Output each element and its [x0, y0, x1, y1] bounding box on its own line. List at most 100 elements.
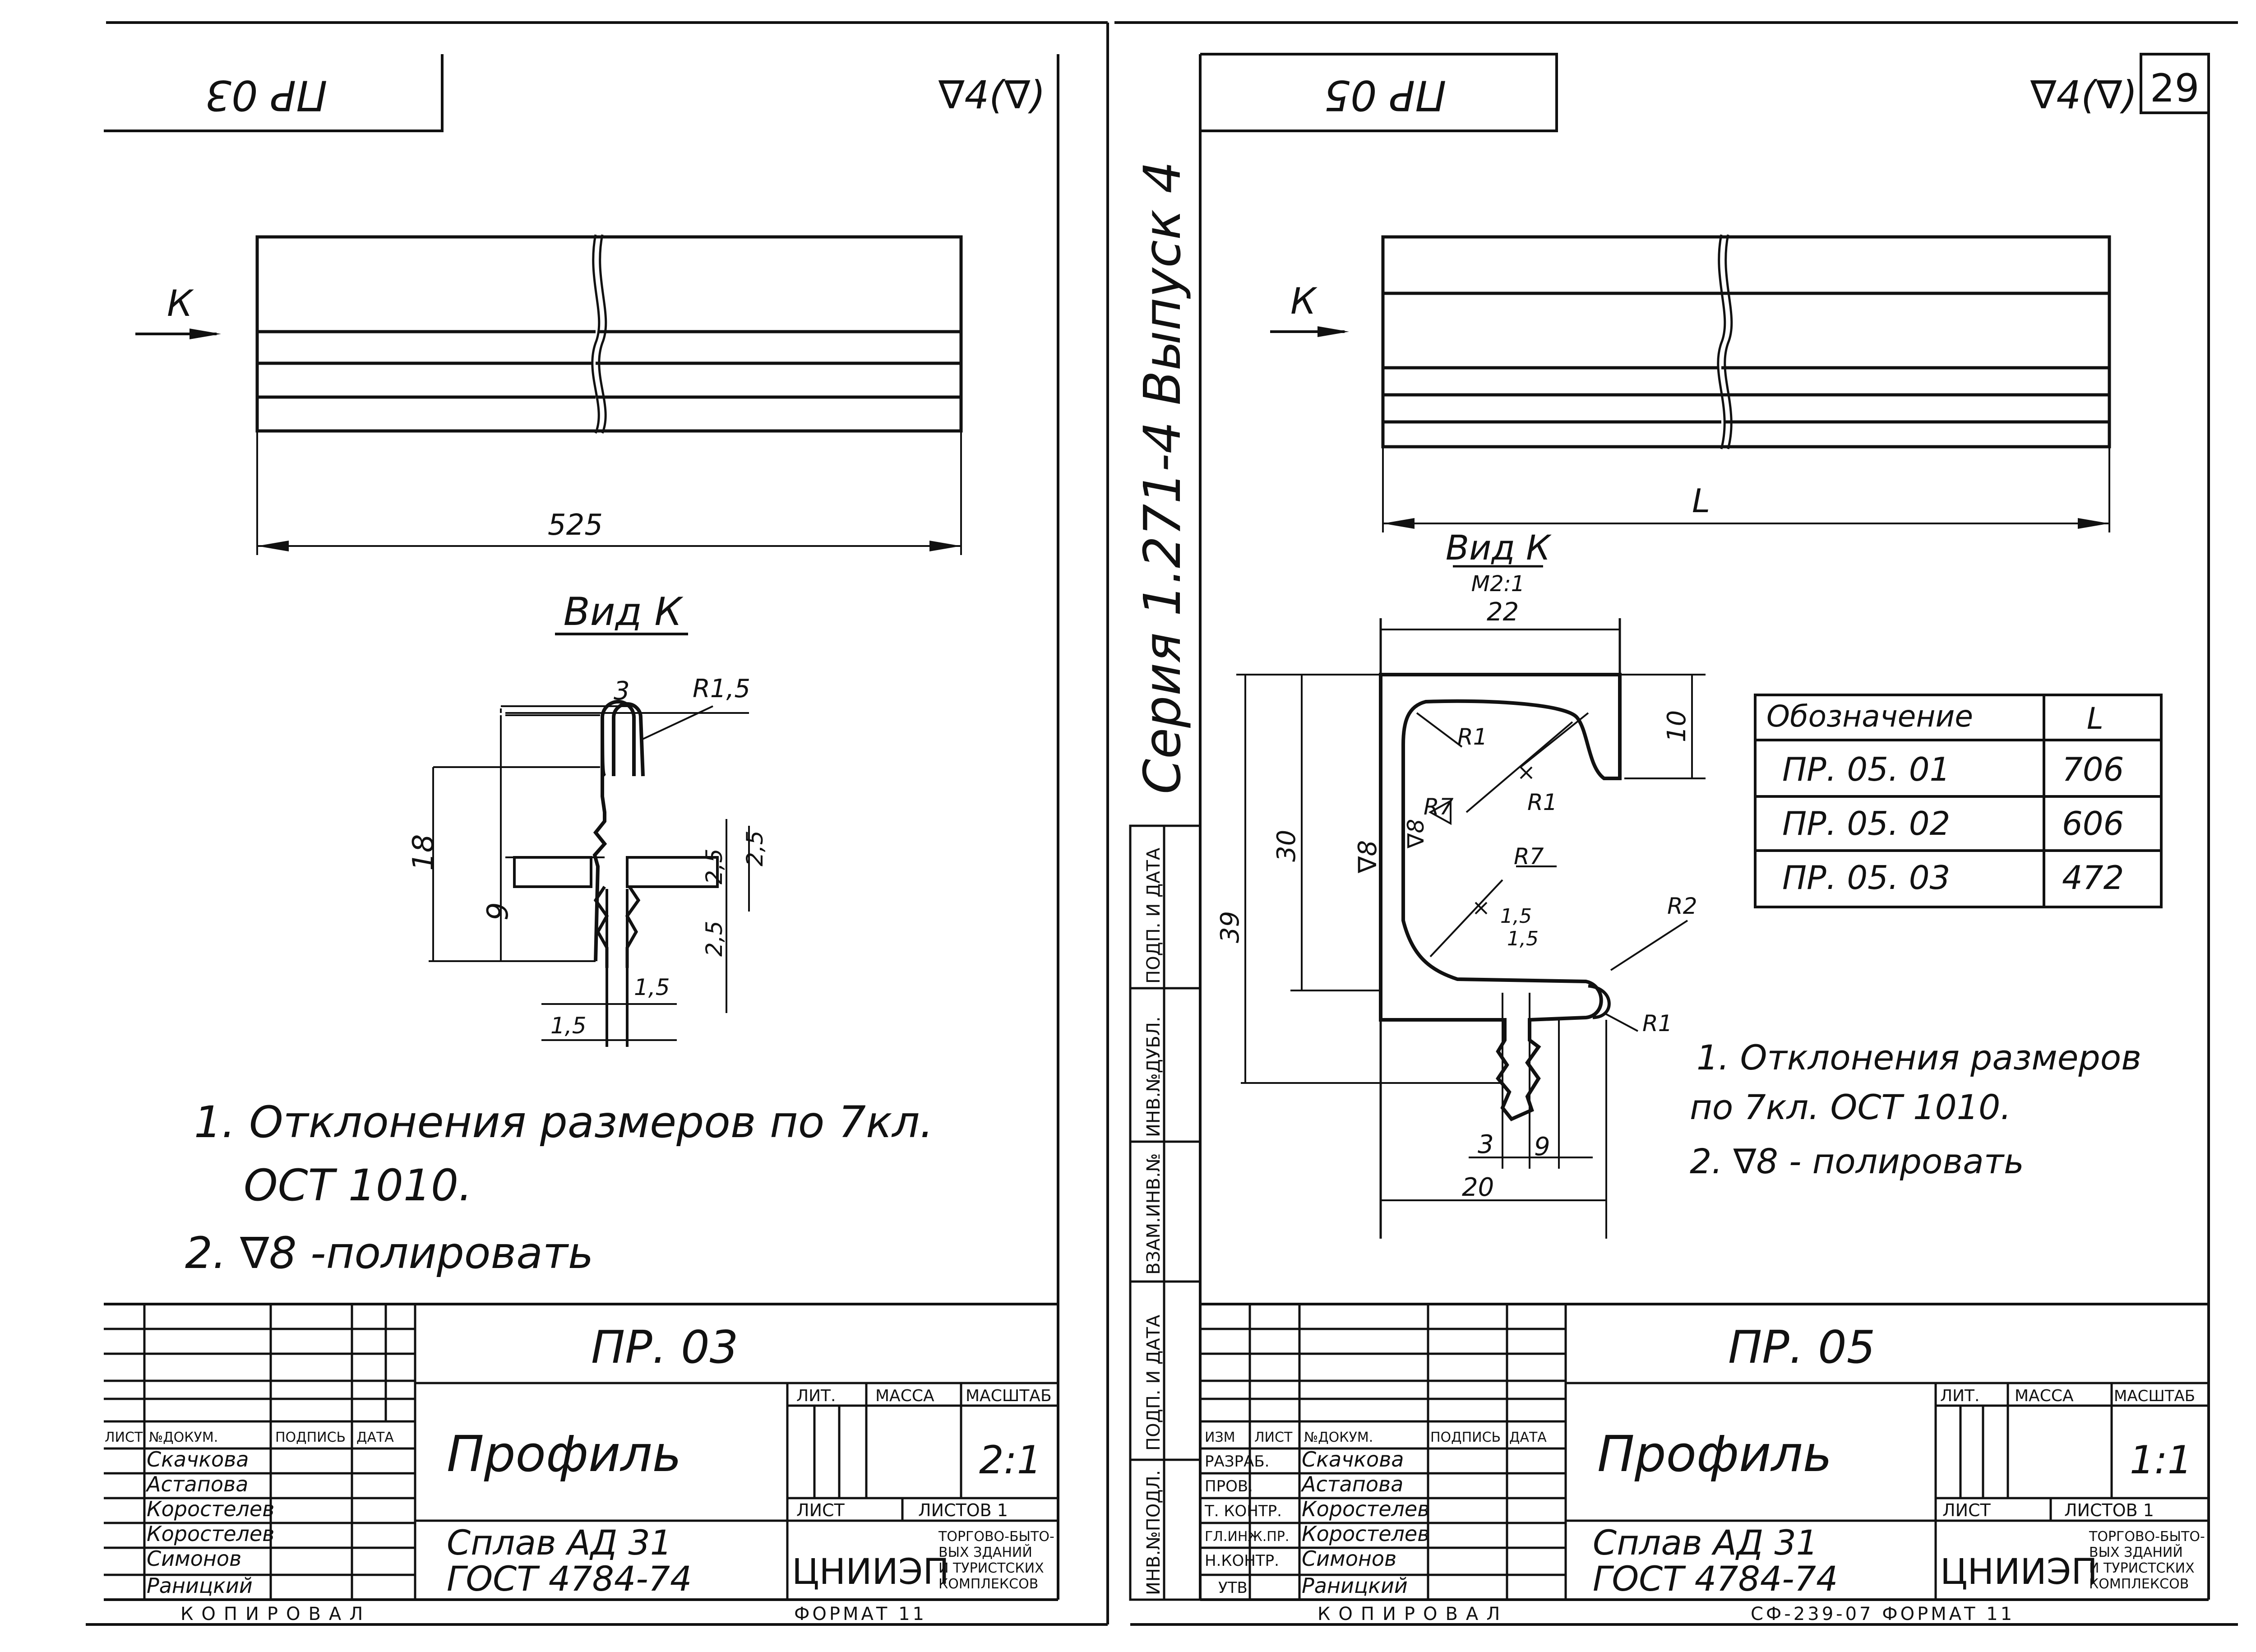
left-material-1: Сплав АД 31	[447, 1522, 672, 1563]
right-role-1: РАЗРАБ.	[1205, 1453, 1269, 1471]
right-sheet-number: 29	[2150, 66, 2199, 111]
right-notes: 1. Отклонения размеров по 7кл. ОСТ 1010.…	[1690, 1037, 2141, 1181]
right-name-3: Коростелев	[1302, 1497, 1429, 1521]
right-sheet-label: ЛИСТ	[1942, 1500, 1991, 1520]
right-view-arrow-label: К	[1290, 280, 1318, 322]
left-view-k: Вид К	[429, 589, 750, 1047]
right-name-6: Раницкий	[1302, 1573, 1408, 1598]
left-note-2: 2. ∇8 -полировать	[185, 1228, 593, 1278]
left-format: ФОРМАТ 11	[794, 1604, 927, 1624]
right-part-name: Профиль	[1597, 1425, 1832, 1483]
left-dim-step3: 2,5	[701, 921, 727, 957]
left-org-desc-3: И ТУРИСТСКИХ	[938, 1560, 1044, 1576]
left-length-dim: 525	[548, 509, 603, 542]
right-org-desc-3: И ТУРИСТСКИХ	[2089, 1560, 2195, 1576]
left-sheet-label: ЛИСТ	[796, 1500, 845, 1520]
right-dim-labels: 22 10 30 39 ∇8 ∇8 R1 R1 R7 R7 R2 R1 1,5 …	[1216, 597, 1697, 1202]
right-dim-h39: 39	[1216, 911, 1245, 943]
table-row-2-length: 606	[2062, 805, 2124, 842]
left-mirrored-designation: ПР 03	[205, 71, 328, 120]
left-view-title: Вид К	[564, 589, 684, 634]
right-dim-t15b: 1,5	[1507, 927, 1539, 950]
left-name-1: Скачкова	[147, 1447, 249, 1472]
side-stamp-1: ИНВ.№ПОДЛ.	[1143, 1470, 1164, 1595]
right-org-desc-1: ТОРГОВО-БЫТО-	[2089, 1529, 2205, 1545]
left-name-3: Коростелев	[147, 1497, 274, 1521]
left-material-2: ГОСТ 4784-74	[447, 1559, 692, 1599]
right-hdr-doc: №ДОКУМ.	[1304, 1430, 1373, 1445]
right-dim-r1b: R1	[1527, 789, 1558, 815]
right-org: ЦНИИЭП	[1940, 1552, 2098, 1592]
left-dim-width-top: 3	[614, 676, 630, 706]
left-name-4: Коростелев	[147, 1522, 274, 1546]
side-stamp-2: ПОДП. И ДАТА	[1143, 1314, 1164, 1451]
right-top-stamp: ПР 05 ∇4(∇) 29	[1200, 53, 2210, 132]
right-name-2: Астапова	[1300, 1472, 1403, 1496]
side-stamp-4: ИНВ.№ДУБЛ.	[1143, 1016, 1164, 1137]
right-role-6: УТВ.	[1218, 1579, 1253, 1597]
right-role-5: Н.КОНТР.	[1205, 1552, 1279, 1570]
left-hdr-doc: №ДОКУМ.	[149, 1430, 218, 1445]
right-dim-r1c: R1	[1642, 1010, 1673, 1037]
side-stamp-5: ПОДП. И ДАТА	[1143, 847, 1164, 984]
left-part-name: Профиль	[447, 1425, 682, 1483]
left-dim-lower-height: 9	[481, 902, 515, 921]
left-hdr-date: ДАТА	[356, 1430, 394, 1445]
right-copied: КОПИРОВАЛ	[1318, 1604, 1508, 1624]
right-dim-r1a: R1	[1457, 724, 1488, 750]
designation-table	[1754, 694, 2163, 908]
left-sheets-label: ЛИСТОВ 1	[918, 1500, 1008, 1520]
left-title-texts: ПР. 03 Профиль Сплав АД 31 ГОСТ 4784-74 …	[105, 1321, 1054, 1624]
side-stamp-3: ВЗАМ.ИНВ.№	[1143, 1153, 1164, 1275]
left-name-6: Раницкий	[147, 1573, 253, 1598]
left-name-2: Астапова	[145, 1472, 248, 1496]
left-hdr-sheet: ЛИСТ	[105, 1430, 143, 1445]
right-name-5: Симонов	[1302, 1546, 1396, 1571]
left-notes: 1. Отклонения размеров по 7кл. ОСТ 1010.…	[185, 1097, 934, 1278]
right-dim-finish-b: ∇8	[1403, 819, 1429, 849]
left-front-view	[255, 234, 963, 555]
series-text: Серия 1.271-4 Выпуск 4	[1133, 161, 1192, 794]
right-dim-finish-a: ∇8	[1353, 840, 1382, 874]
right-view-title: Вид К	[1446, 528, 1552, 568]
right-dim-d3: 3	[1478, 1130, 1494, 1159]
left-org-desc-2: ВЫХ ЗДАНИЙ	[938, 1544, 1032, 1560]
right-dim-r7a: R7	[1424, 794, 1454, 820]
side-stamp-text: ИНВ.№ПОДЛ. ПОДП. И ДАТА ВЗАМ.ИНВ.№ ИНВ.№…	[1143, 847, 1164, 1595]
right-title-texts: ПР. 05 Профиль Сплав АД 31 ГОСТ 4784-74 …	[1204, 1321, 2205, 1624]
right-role-2: ПРОВ.	[1205, 1477, 1253, 1495]
right-title-block	[1200, 1304, 2209, 1600]
right-sheets-label: ЛИСТОВ 1	[2064, 1500, 2154, 1520]
right-lit-label: ЛИТ.	[1940, 1387, 1979, 1405]
left-title-block	[104, 1304, 1058, 1600]
right-designation: ПР. 05	[1728, 1321, 1875, 1374]
designation-table-text: Обозначение L ПР. 05. 01 706 ПР. 05. 02 …	[1766, 699, 2124, 897]
right-hdr-change: ИЗМ	[1205, 1430, 1235, 1445]
right-hdr-date: ДАТА	[1509, 1430, 1547, 1445]
right-front-view	[1381, 234, 2111, 532]
right-role-3: Т. КОНТР.	[1204, 1502, 1282, 1520]
left-roughness: ∇4(∇)	[938, 73, 1045, 118]
left-designation: ПР. 03	[591, 1321, 738, 1374]
table-row-2-designation: ПР. 05. 02	[1782, 805, 1950, 842]
left-dim-height: 18	[407, 834, 440, 871]
left-org-desc-4: КОМПЛЕКСОВ	[938, 1576, 1038, 1592]
left-dim-radius: R1,5	[693, 674, 750, 703]
right-note-1b: по 7кл. ОСТ 1010.	[1690, 1087, 2011, 1127]
right-length-dim: L	[1692, 482, 1710, 520]
table-row-1-length: 706	[2062, 750, 2124, 788]
right-note-2: 2. ∇8 - полировать	[1690, 1141, 2024, 1181]
right-dim-r2: R2	[1667, 893, 1697, 919]
left-dim-step2: 2,5	[742, 830, 768, 866]
right-format: СФ-239-07 ФОРМАТ 11	[1751, 1604, 2015, 1624]
right-name-4: Коростелев	[1302, 1522, 1429, 1546]
right-material-1: Сплав АД 31	[1593, 1522, 1818, 1563]
right-mirrored-designation: ПР 05	[1324, 71, 1447, 120]
right-name-1: Скачкова	[1302, 1447, 1404, 1472]
left-name-5: Симонов	[147, 1546, 241, 1571]
sheet-frames	[86, 21, 2238, 1626]
left-scale: 2:1	[979, 1438, 1041, 1483]
left-dim-step1: 2,5	[701, 848, 727, 884]
left-dim-base: 1,5	[550, 1013, 587, 1039]
